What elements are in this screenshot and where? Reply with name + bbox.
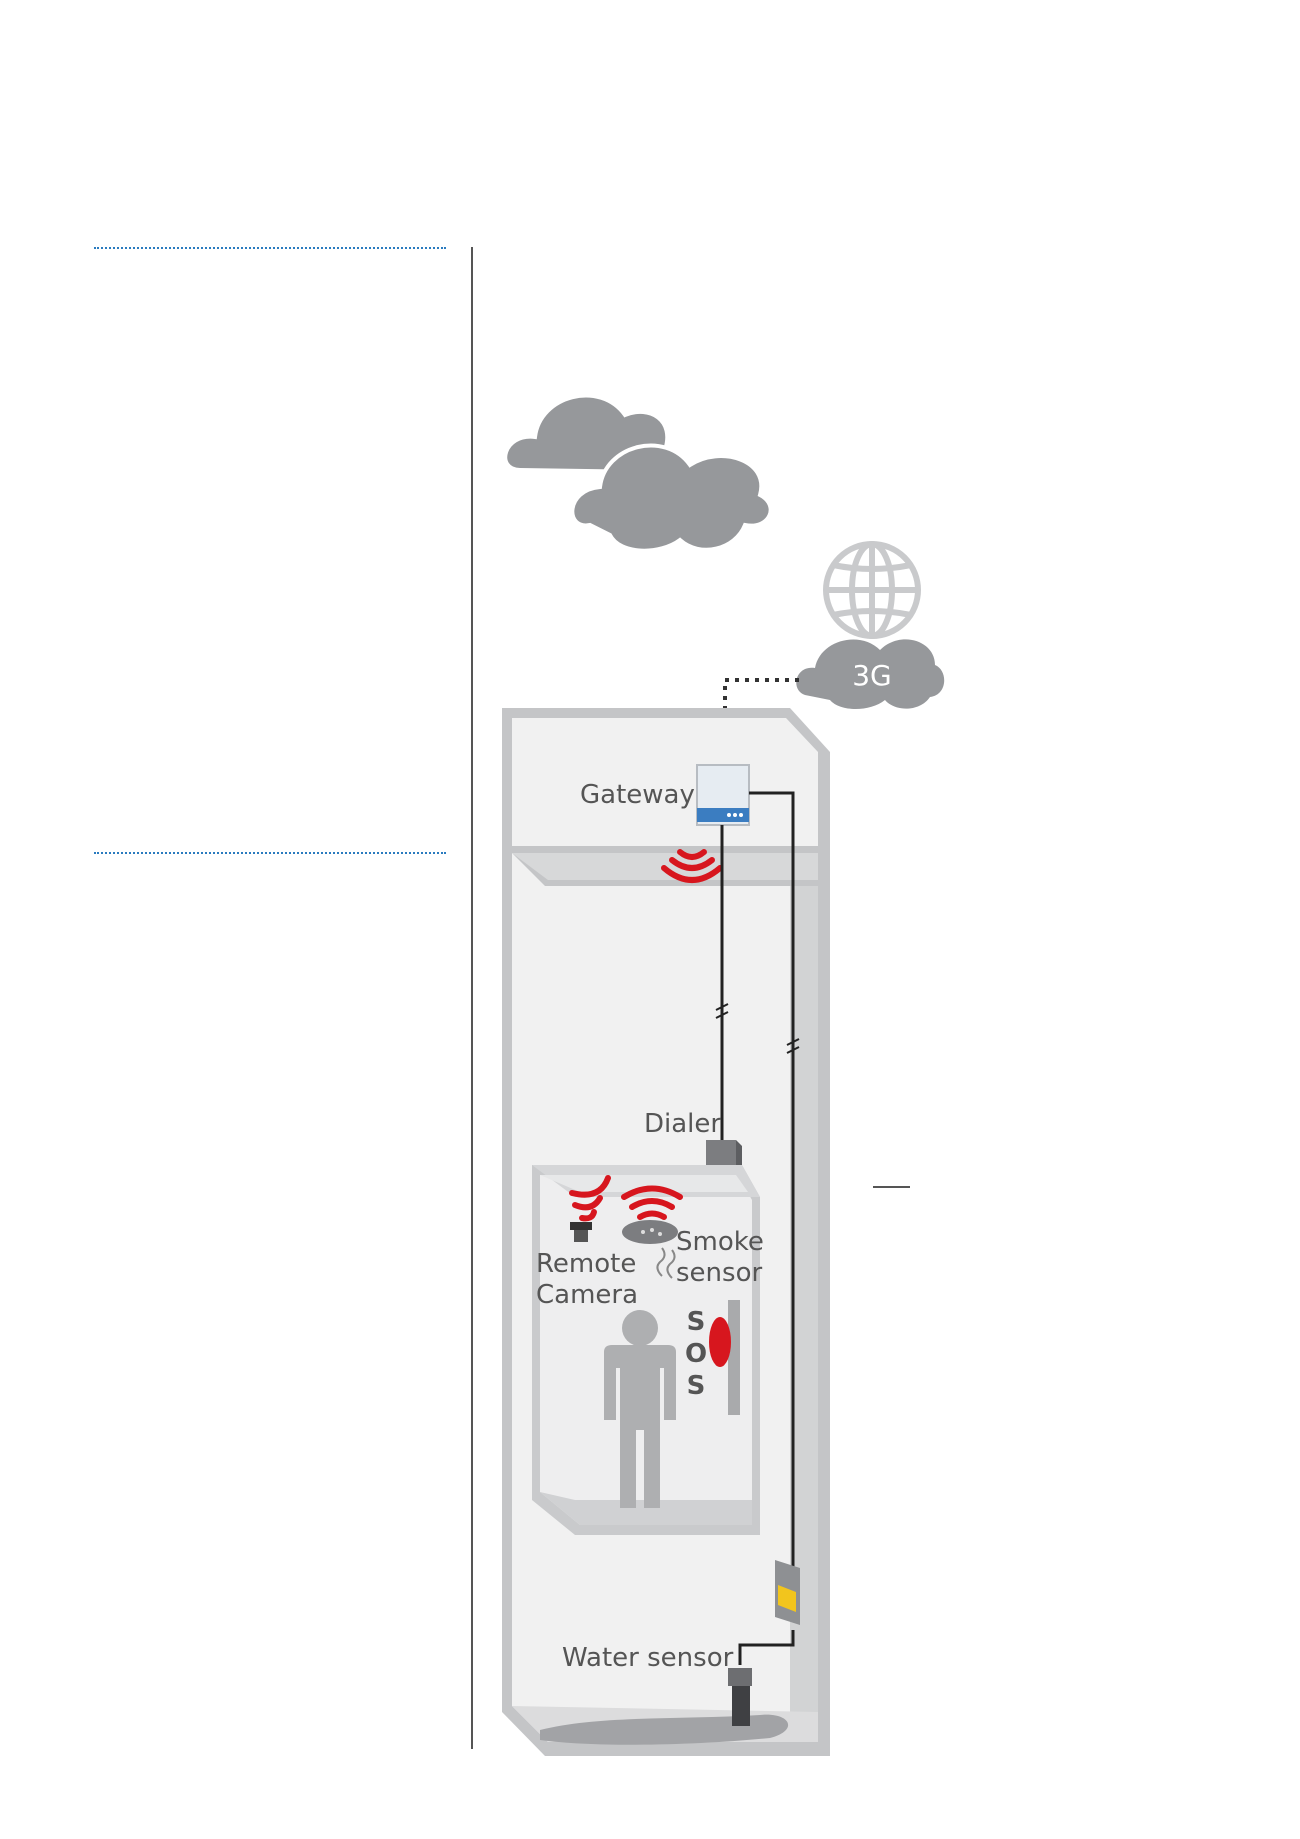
smoke-sensor-icon [622,1220,678,1279]
smoke-sensor-label-line1: Smoke [676,1227,764,1257]
smoke-signal-icon [621,1185,683,1220]
smoke-sensor-label-line2: sensor [676,1258,762,1288]
cloud-icon [503,393,773,553]
person-icon [604,1310,676,1508]
remote-camera-label-line1: Remote [536,1249,636,1279]
short-rule [873,1186,910,1188]
water-sensor-label: Water sensor [562,1643,734,1673]
remote-camera-label-line2: Camera [536,1280,638,1310]
middle-dotted-rule [94,852,446,854]
top-dotted-rule [94,247,446,249]
dialer-label: Dialer [644,1109,721,1139]
column-divider [471,247,473,1749]
cable-lines [715,791,800,1665]
gateway-label: Gateway [580,780,695,810]
sos-letter-1: S [687,1307,706,1337]
control-box [775,1560,800,1625]
sos-letter-2: O [685,1339,707,1369]
camera-signal-icon [569,1175,611,1222]
wireless-signal-icon [661,849,723,883]
camera-icon [570,1222,592,1242]
sos-panel [709,1300,740,1415]
network-label: 3G [852,659,892,692]
sos-letter-3: S [687,1371,706,1401]
3g-cloud-icon [796,639,945,709]
globe-icon [823,541,921,639]
water-sensor-icon [728,1668,752,1726]
gateway-device [696,764,750,826]
